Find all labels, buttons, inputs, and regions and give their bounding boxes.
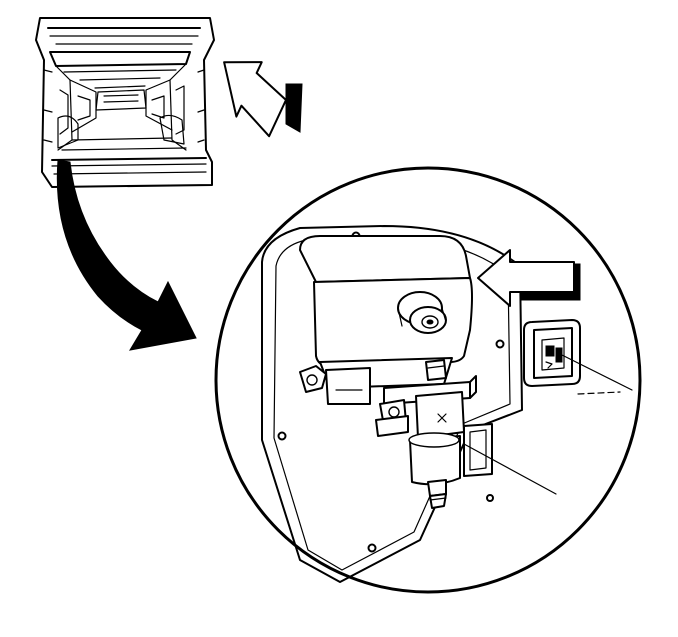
van-rear-cargo-view bbox=[35, 17, 215, 188]
view-direction-arrow-upper bbox=[223, 61, 303, 138]
electrical-connector bbox=[523, 319, 633, 395]
view-direction-arrow-detail bbox=[477, 249, 581, 307]
solenoid-valve bbox=[375, 359, 557, 509]
heater-box-assembly bbox=[299, 235, 473, 405]
detail-magnifier-circle bbox=[214, 166, 642, 594]
zoom-curved-arrow bbox=[56, 159, 197, 351]
